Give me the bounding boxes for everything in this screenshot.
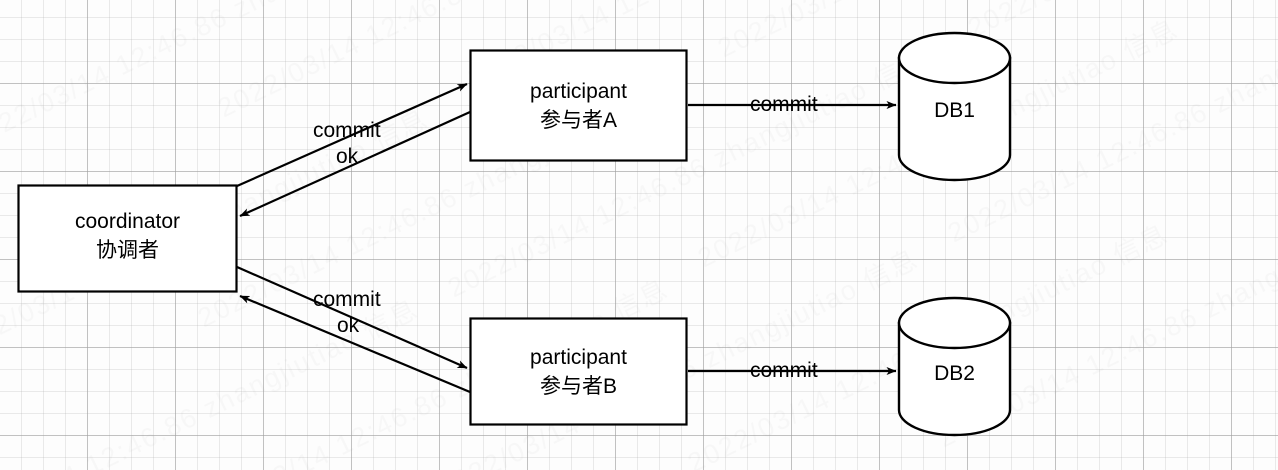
edge-label-b-to-db2: commit (750, 359, 818, 382)
edge-b-to-coordinator (239, 294, 471, 394)
node-participant-b[interactable] (469, 317, 688, 426)
edge-label-coordinator-to-a: commit (313, 119, 381, 142)
edge-label-b-to-coordinator: ok (337, 314, 360, 337)
edge-coordinator-to-b (236, 265, 468, 370)
node-participant-a[interactable] (469, 49, 688, 162)
edge-a-to-coordinator (239, 110, 471, 218)
node-coordinator[interactable] (17, 184, 238, 293)
node-db2[interactable] (897, 296, 1012, 437)
node-db1[interactable] (897, 31, 1012, 182)
edge-coordinator-to-a (236, 82, 468, 188)
edge-label-a-to-coordinator: ok (336, 145, 359, 168)
edge-label-coordinator-to-b: commit (313, 288, 381, 311)
edge-label-a-to-db1: commit (750, 93, 818, 116)
